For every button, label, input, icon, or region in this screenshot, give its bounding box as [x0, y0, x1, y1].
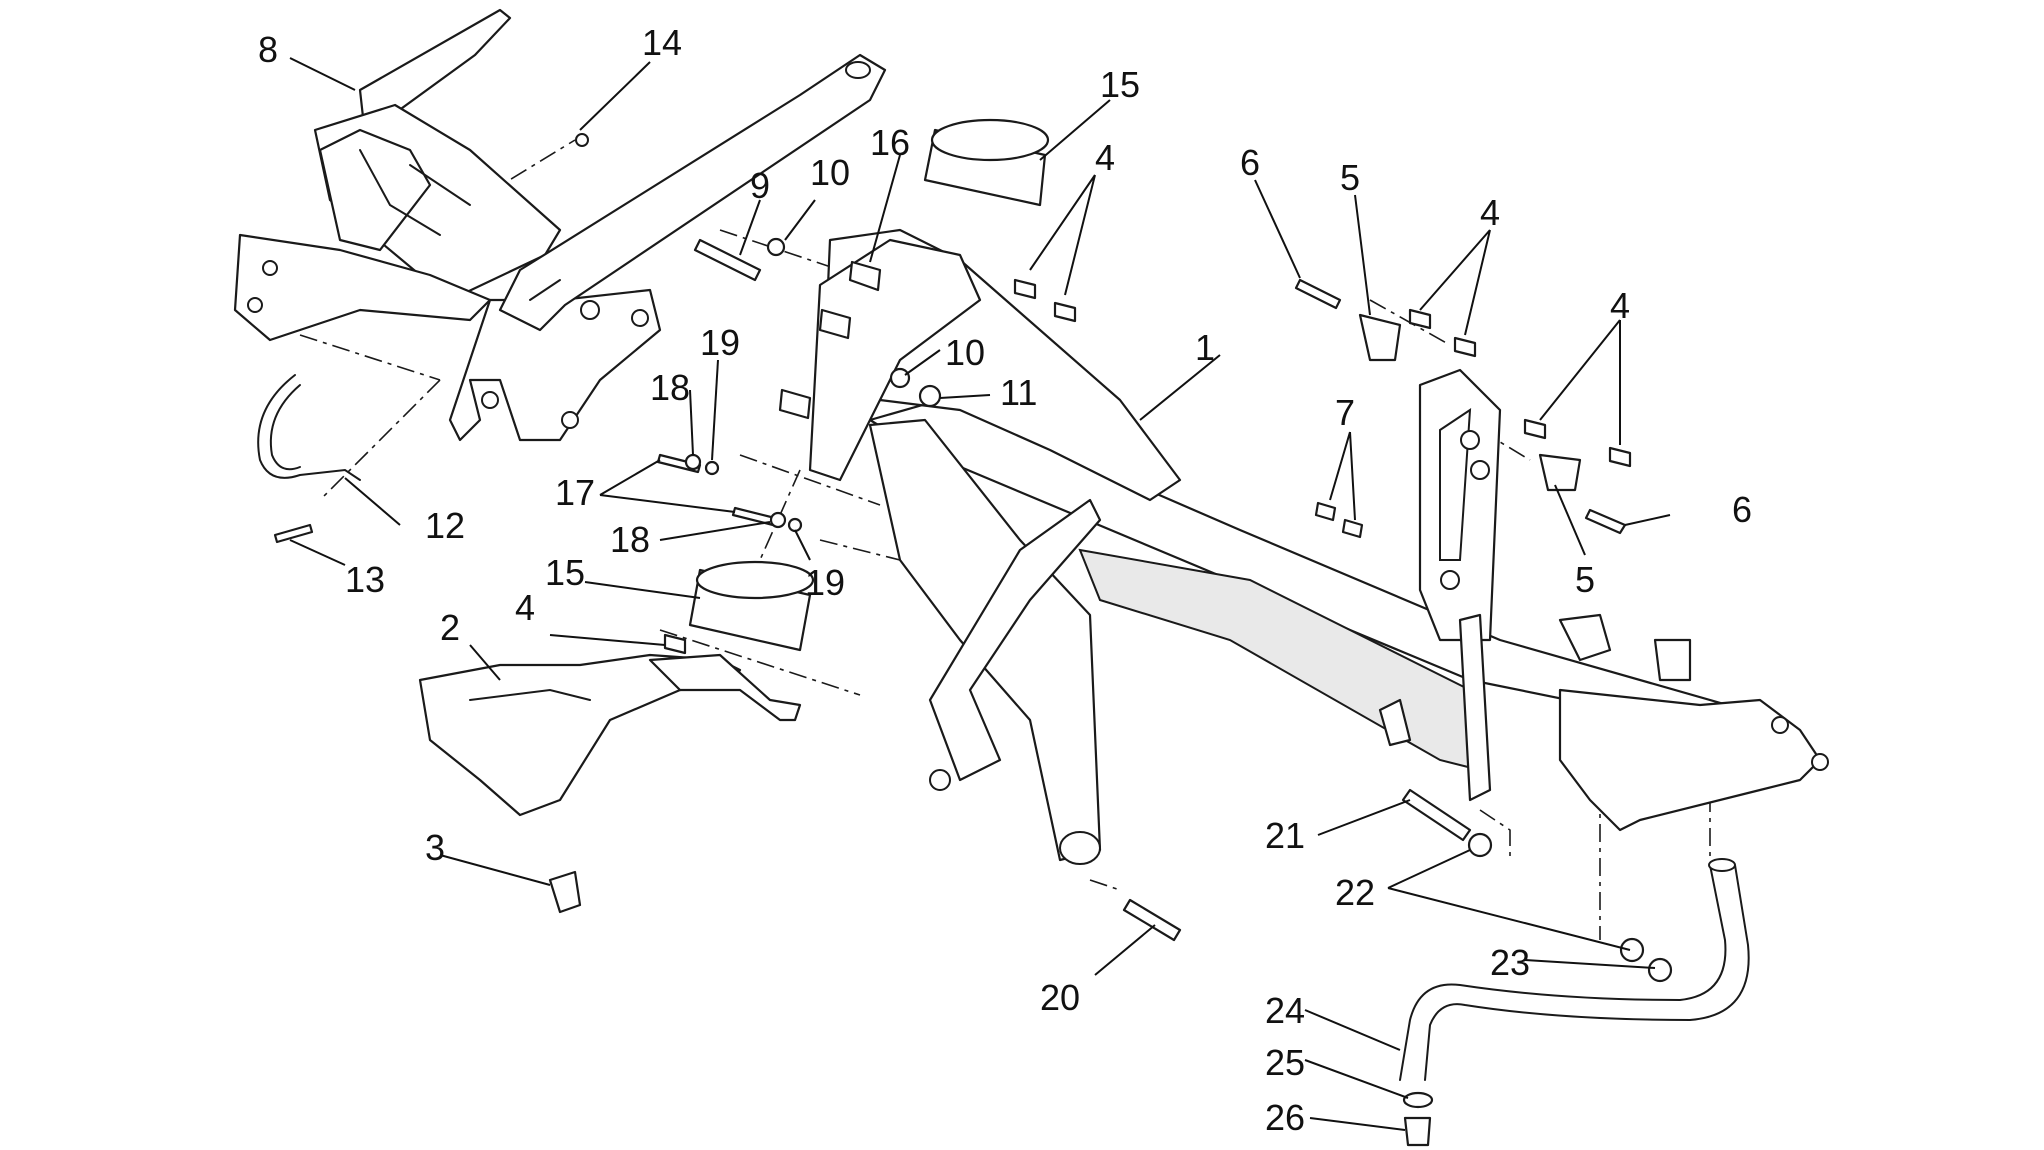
hardware [273, 133, 1673, 1147]
callout-24: 24 [1265, 990, 1305, 1031]
callout-25: 25 [1265, 1042, 1305, 1083]
callout-16: 16 [870, 122, 910, 163]
clamp[interactable] [257, 374, 361, 481]
callout-23: 23 [1490, 942, 1530, 983]
callout-4-left: 4 [515, 587, 535, 628]
callout-4-right-a: 4 [1480, 192, 1500, 233]
rubber-bushing-top[interactable] [923, 118, 1050, 207]
callout-14: 14 [642, 22, 682, 63]
callout-10-mid: 10 [945, 332, 985, 373]
callout-15-top: 15 [1100, 64, 1140, 105]
front-subframe[interactable] [233, 8, 662, 442]
callout-2: 2 [440, 607, 460, 648]
callout-18-top: 18 [650, 367, 690, 408]
callout-1: 1 [1195, 327, 1215, 368]
side-cover[interactable] [418, 653, 802, 817]
callout-22: 22 [1335, 872, 1375, 913]
callout-3: 3 [425, 827, 445, 868]
callout-26: 26 [1265, 1097, 1305, 1138]
callout-10-top: 10 [810, 152, 850, 193]
callout-5-top: 5 [1340, 157, 1360, 198]
callout-17: 17 [555, 472, 595, 513]
callout-4-top: 4 [1095, 137, 1115, 178]
callout-6-right: 6 [1732, 489, 1752, 530]
callout-8: 8 [258, 29, 278, 70]
callout-18-bottom: 18 [610, 519, 650, 560]
callout-7: 7 [1335, 392, 1355, 433]
callout-15-left: 15 [545, 552, 585, 593]
main-frame[interactable] [808, 228, 1829, 865]
callout-19-bottom: 19 [805, 562, 845, 603]
callout-12: 12 [425, 505, 465, 546]
callout-20: 20 [1040, 977, 1080, 1018]
callout-5-bottom: 5 [1575, 559, 1595, 600]
hose[interactable] [1399, 858, 1750, 1081]
callout-21: 21 [1265, 815, 1305, 856]
callout-6-top: 6 [1240, 142, 1260, 183]
upper-tube [498, 53, 887, 332]
assembly-axes [299, 139, 1711, 940]
callout-labels: 1 2 3 4 4 4 4 5 5 6 6 7 8 9 10 10 11 12 … [258, 22, 1752, 1138]
callout-4-right-b: 4 [1610, 285, 1630, 326]
callout-11: 11 [1000, 372, 1037, 413]
leader-lines [289, 57, 1671, 1131]
callout-13: 13 [345, 559, 385, 600]
callout-9: 9 [750, 165, 770, 206]
callout-19-top: 19 [700, 322, 740, 363]
rubber-bushing-lower[interactable] [688, 560, 815, 652]
